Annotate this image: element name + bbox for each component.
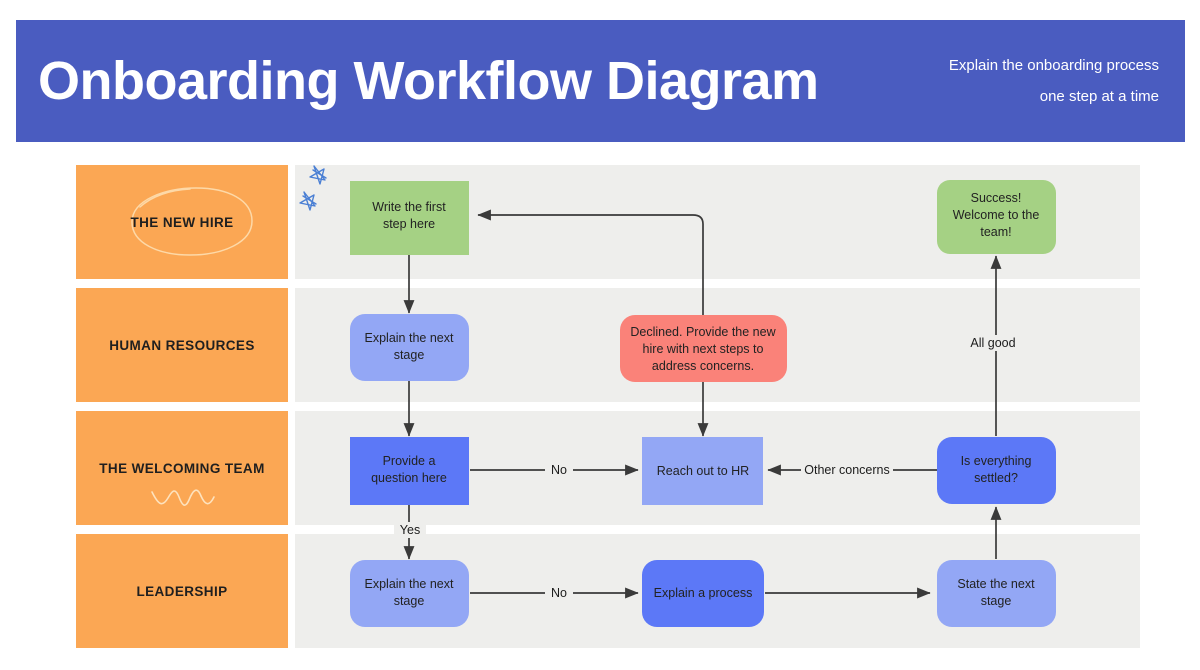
sidebar-item-lane-human-resources[interactable]: HUMAN RESOURCES — [76, 288, 288, 402]
node-explain-next-1[interactable]: Explain the next stage — [350, 314, 469, 381]
node-reach-out-hr[interactable]: Reach out to HR — [642, 437, 763, 505]
header-subtitle-line-1: Explain the onboarding process — [948, 56, 1159, 74]
lane-label-welcoming-team: THE WELCOMING TEAM — [99, 461, 264, 476]
node-declined-line-2: hire with next steps to — [643, 342, 764, 356]
edge-label-yes-1: Yes — [400, 523, 420, 537]
node-provide-question-line-2: question here — [371, 471, 447, 485]
node-is-settled-shape — [937, 437, 1056, 504]
node-explain-next-1-line-1: Explain the next — [365, 331, 454, 345]
node-declined[interactable]: Declined. Provide the new hire with next… — [620, 315, 787, 382]
node-state-next-shape — [937, 560, 1056, 627]
squiggle-doodle — [151, 489, 215, 506]
node-is-settled-line-2: settled? — [974, 471, 1018, 485]
node-explain-process[interactable]: Explain a process — [642, 560, 764, 627]
node-explain-process-shape — [642, 560, 764, 627]
node-success-line-3: team! — [980, 225, 1011, 239]
node-success-line-2: Welcome to the — [953, 208, 1040, 222]
star-doodle-1 — [309, 165, 327, 185]
edge-label-no-1: No — [551, 463, 567, 477]
ellipse-doodle — [131, 187, 253, 256]
edge-label-bg-all-good — [962, 335, 1024, 351]
node-explain-next-2[interactable]: Explain the next stage — [350, 560, 469, 627]
node-reach-out-hr-shape — [642, 437, 763, 505]
sidebar-item-lane-welcoming-team[interactable]: THE WELCOMING TEAM — [76, 411, 288, 525]
node-explain-next-2-shape — [350, 560, 469, 627]
page-title: Onboarding Workflow Diagram — [38, 50, 819, 111]
node-explain-next-1-line-2: stage — [394, 348, 425, 362]
header-subtitle-line-2: one step at a time — [1039, 88, 1159, 105]
node-is-settled[interactable]: Is everything settled? — [937, 437, 1056, 504]
node-success-line-1: Success! — [971, 191, 1022, 205]
lane-label-human-resources: HUMAN RESOURCES — [109, 338, 255, 353]
lane-label-bg-leadership — [76, 534, 288, 648]
lane-label-new-hire: THE NEW HIRE — [130, 215, 233, 230]
sidebar-item-lane-new-hire[interactable]: THE NEW HIRE — [76, 165, 288, 279]
node-explain-next-2-line-1: Explain the next — [365, 577, 454, 591]
node-provide-question[interactable]: Provide a question here — [350, 437, 469, 505]
node-reach-out-hr-line-1: Reach out to HR — [657, 464, 749, 478]
lane-label-bg-human-resources — [76, 288, 288, 402]
node-declined-shape — [620, 315, 787, 382]
node-explain-next-1-shape — [350, 314, 469, 381]
header-banner: Onboarding Workflow Diagram Explain the … — [16, 20, 1185, 142]
edge-label-all-good: All good — [970, 336, 1015, 350]
edge-label-bg-no-1 — [545, 462, 573, 478]
node-write-first-step-line-1: Write the first — [372, 200, 446, 214]
node-explain-process-line-1: Explain a process — [654, 586, 753, 600]
node-state-next-line-1: State the next — [957, 577, 1035, 591]
edge-label-bg-yes-1 — [394, 522, 426, 538]
node-state-next-line-2: stage — [981, 594, 1012, 608]
node-declined-line-3: address concerns. — [652, 359, 754, 373]
edge-declined-to-write — [477, 209, 704, 315]
node-success[interactable]: Success! Welcome to the team! — [937, 180, 1056, 254]
edge-label-no-2: No — [551, 586, 567, 600]
node-provide-question-line-1: Provide a — [383, 454, 436, 468]
node-explain-next-2-line-2: stage — [394, 594, 425, 608]
star-doodle-2 — [299, 191, 317, 211]
node-state-next[interactable]: State the next stage — [937, 560, 1056, 627]
edge-label-other-concerns: Other concerns — [804, 463, 889, 477]
edge-label-bg-other-concerns — [801, 462, 893, 478]
lane-label-bg-welcoming-team — [76, 411, 288, 525]
edge-label-bg-no-2 — [545, 585, 573, 601]
node-write-first-step[interactable]: Write the first step here — [350, 181, 469, 255]
header-subtitle: Explain the onboarding process one step … — [949, 50, 1163, 113]
node-write-first-step-line-2: step here — [383, 217, 435, 231]
node-success-shape — [937, 180, 1056, 254]
node-write-first-step-shape — [350, 181, 469, 255]
node-declined-line-1: Declined. Provide the new — [630, 325, 776, 339]
lane-label-leadership: LEADERSHIP — [136, 584, 227, 599]
node-provide-question-shape — [350, 437, 469, 505]
node-is-settled-line-1: Is everything — [961, 454, 1032, 468]
sidebar-item-lane-leadership[interactable]: LEADERSHIP — [76, 534, 288, 648]
